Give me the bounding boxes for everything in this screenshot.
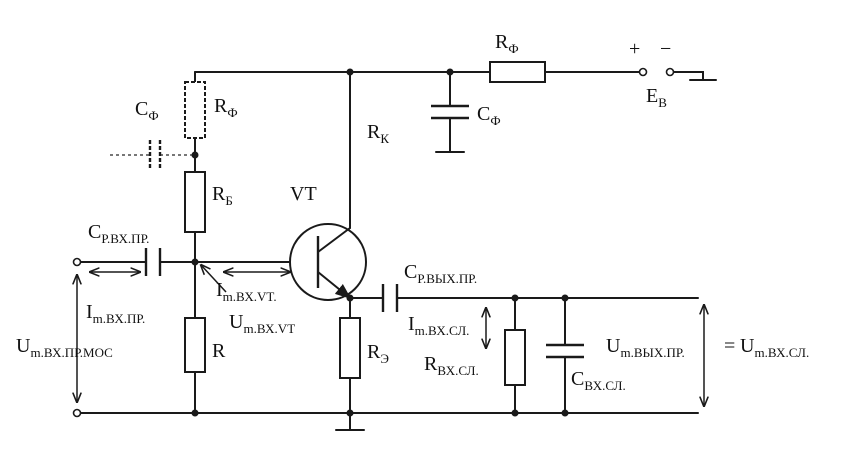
junction-dot bbox=[561, 409, 569, 417]
junction-dot bbox=[511, 409, 519, 417]
label-r: R bbox=[212, 340, 226, 362]
label-u-in: Um.ВХ.ПР.МОС bbox=[16, 335, 113, 360]
label-rk: RК bbox=[367, 121, 389, 146]
capacitor-c-load bbox=[546, 343, 584, 359]
labels: RФ + − EВ CФ RФ CФ RК RБ VT CР.ВХ.ПР. CР… bbox=[16, 31, 809, 393]
label-c-out: CР.ВЫХ.ПР. bbox=[404, 261, 477, 286]
label-re: RЭ bbox=[367, 341, 389, 366]
resistor-rb bbox=[184, 171, 206, 233]
capacitor-cf-left bbox=[148, 140, 162, 170]
input-terminal bbox=[72, 257, 82, 267]
label-rf-left: RФ bbox=[214, 95, 238, 120]
label-c-load: CВХ.СЛ. bbox=[571, 368, 626, 393]
label-u-out: Um.ВЫХ.ПР. bbox=[606, 335, 685, 360]
arrows bbox=[77, 265, 704, 406]
label-minus: − bbox=[660, 38, 671, 60]
supply-minus-terminal bbox=[665, 67, 675, 77]
supply-plus-terminal bbox=[638, 67, 648, 77]
junction-dot bbox=[446, 68, 454, 76]
wires bbox=[77, 71, 717, 431]
junction-dot bbox=[561, 294, 569, 302]
junction-dot bbox=[346, 409, 354, 417]
junction-dot bbox=[346, 68, 354, 76]
label-u-vt: Um.ВХ.VT bbox=[229, 311, 295, 336]
components bbox=[72, 61, 675, 418]
label-r-load: RВХ.СЛ. bbox=[424, 353, 479, 378]
label-rb: RБ bbox=[212, 183, 233, 208]
junction-dot bbox=[511, 294, 519, 302]
input-ground-terminal bbox=[72, 408, 82, 418]
label-plus: + bbox=[629, 38, 640, 60]
capacitor-cf-right bbox=[431, 104, 469, 120]
label-u-load: Um.ВХ.СЛ. bbox=[740, 335, 809, 360]
label-eq: = bbox=[724, 335, 735, 357]
label-i-in: Im.ВХ.ПР. bbox=[86, 301, 145, 326]
resistor-r bbox=[184, 317, 206, 373]
resistor-rf-top bbox=[489, 61, 546, 83]
label-cf-right: CФ bbox=[477, 103, 501, 128]
capacitor-c-in bbox=[144, 248, 162, 276]
resistor-r-load bbox=[504, 329, 526, 386]
capacitor-c-out bbox=[381, 284, 399, 312]
label-cf-top-left: CФ bbox=[135, 98, 159, 123]
junction-dot bbox=[191, 258, 199, 266]
label-i-vt: Im.ВХ.VT. bbox=[216, 279, 277, 304]
label-eb: EВ bbox=[646, 85, 667, 110]
label-vt: VT bbox=[290, 183, 317, 205]
junction-dot bbox=[191, 151, 199, 159]
label-rf-top: RФ bbox=[495, 31, 519, 56]
label-i-load: Im.ВХ.СЛ. bbox=[408, 313, 469, 338]
resistor-rf-left bbox=[184, 81, 206, 139]
junction-dot bbox=[191, 409, 199, 417]
junction-dot bbox=[346, 294, 354, 302]
resistor-re bbox=[339, 317, 361, 379]
transistor-vt bbox=[289, 223, 367, 301]
label-c-in: CР.ВХ.ПР. bbox=[88, 221, 149, 246]
